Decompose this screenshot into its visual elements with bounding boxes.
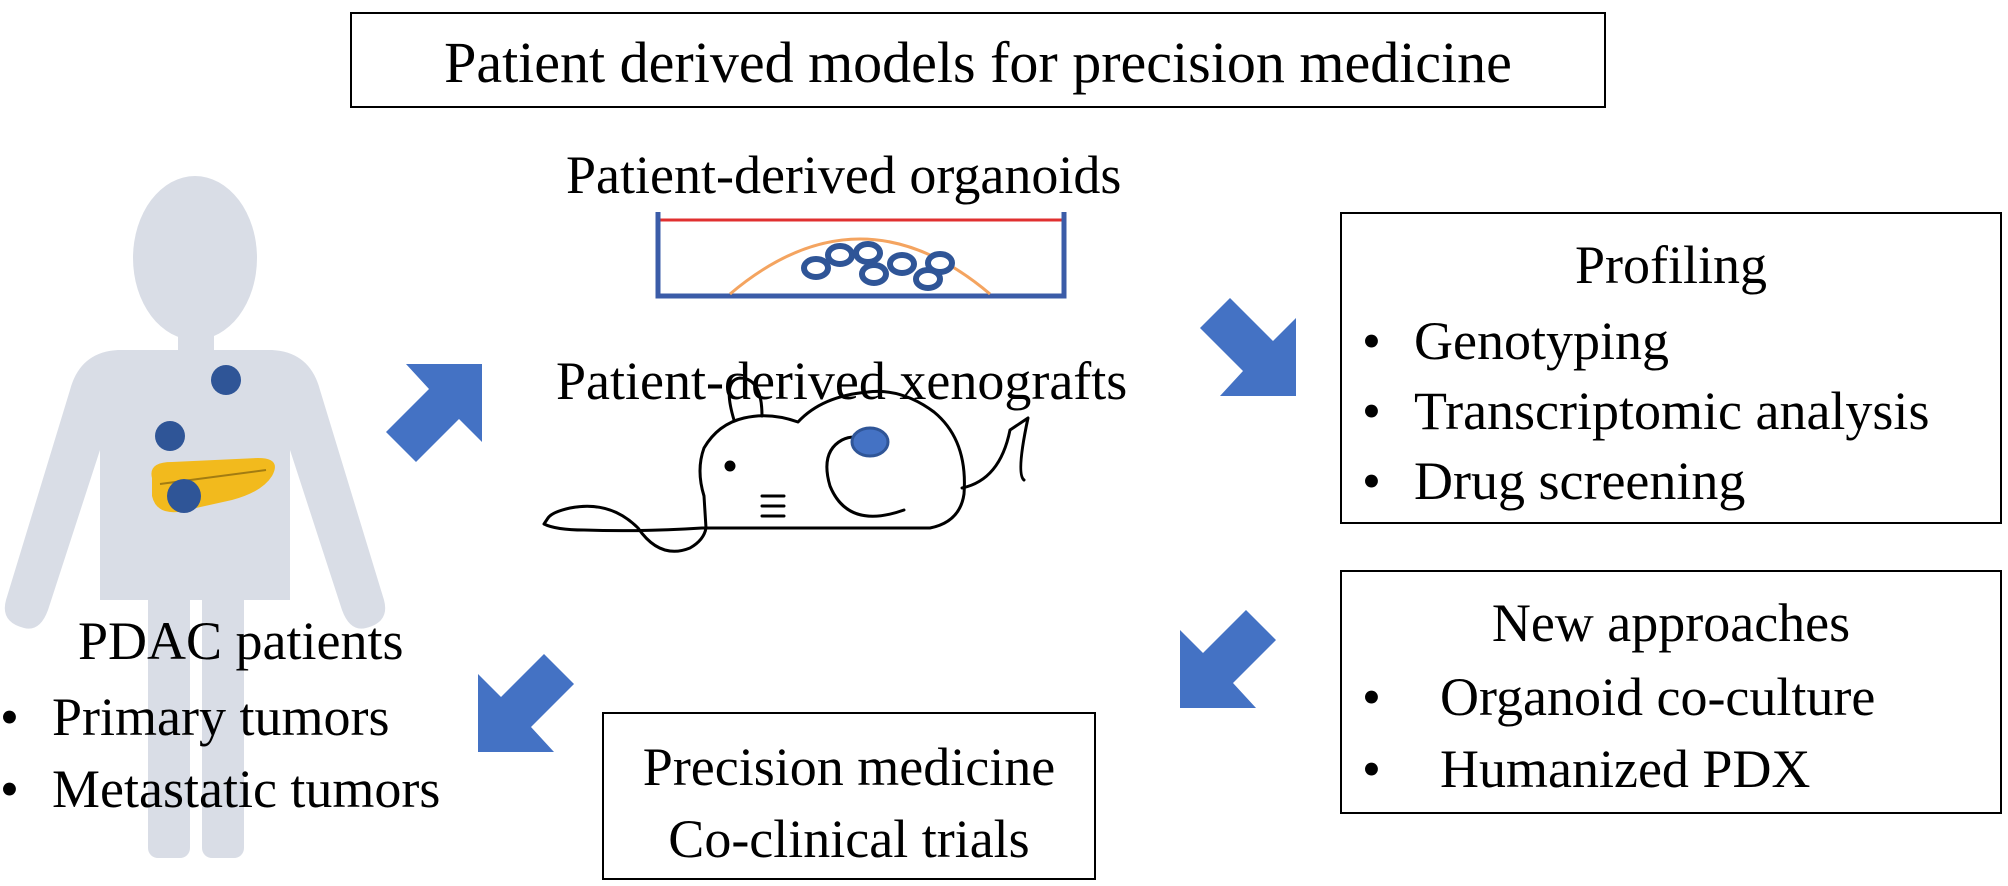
organoid-4 (859, 262, 889, 286)
pancreatic-duct (159, 469, 267, 485)
xenograft-tumor (850, 426, 890, 458)
patients-item-primary: • Primary tumors (0, 690, 389, 744)
matrigel-dome (729, 237, 991, 296)
profiling-box (1340, 212, 2002, 524)
organoid-2 (825, 243, 855, 267)
arrow-new-approaches-to-precision (1180, 610, 1276, 708)
organoid-1 (801, 256, 831, 280)
precision-box (602, 712, 1096, 880)
bullet-mark: • (1362, 311, 1381, 371)
bullet-mark: • (0, 759, 19, 819)
profiling-heading: Profiling (1574, 235, 1767, 295)
patient-silhouette (4, 176, 386, 858)
organoid-7 (925, 251, 955, 275)
title-box (350, 12, 1606, 108)
mouse-tail (960, 416, 1030, 490)
mouse-eye (724, 460, 736, 472)
new-approaches-item-label: Humanized PDX (1440, 739, 1811, 799)
patients-item-label: Primary tumors (52, 687, 390, 747)
organoid-dish-icon (655, 212, 1067, 299)
profiling-item-genotyping: • Genotyping (1362, 314, 1669, 368)
patients-item-metastatic: • Metastatic tumors (0, 762, 440, 816)
profiling-item-drug-screening: • Drug screening (1362, 454, 1745, 508)
profiling-item-label: Drug screening (1414, 451, 1746, 511)
new-approaches-item-label: Organoid co-culture (1440, 667, 1876, 727)
profiling-item-transcriptomic: • Transcriptomic analysis (1362, 384, 1929, 438)
dish-walls (655, 212, 1067, 299)
organoid-3 (853, 241, 883, 265)
bullet-mark: • (1362, 381, 1381, 441)
patients-heading: PDAC patients (78, 611, 404, 671)
tumor-dot-liver (211, 365, 241, 395)
tumor-dot-pancreas (167, 479, 201, 513)
profiling-item-label: Transcriptomic analysis (1414, 381, 1930, 441)
patients-item-label: Metastatic tumors (52, 759, 441, 819)
organoid-cluster (801, 241, 955, 291)
flow-arrows (386, 298, 1296, 752)
new-approaches-item-coculture: • Organoid co-culture (1362, 670, 1875, 724)
bullet-mark: • (0, 687, 19, 747)
patient-right-leg (202, 590, 244, 858)
arrow-patients-to-models (386, 364, 482, 462)
bullet-mark: • (1362, 451, 1381, 511)
arrow-precision-to-patients (478, 654, 574, 752)
new-approaches-box (1340, 570, 2002, 814)
bullet-mark: • (1362, 667, 1381, 727)
patient-head (133, 176, 257, 340)
profiling-item-label: Genotyping (1414, 311, 1669, 371)
tumor-dot-lung (155, 421, 185, 451)
precision-line-1: Precision medicine (642, 737, 1056, 797)
patient-left-leg (148, 590, 190, 858)
new-approaches-heading: New approaches (1491, 593, 1851, 653)
organoids-label: Patient-derived organoids (566, 145, 1122, 205)
precision-line-2: Co-clinical trials (668, 809, 1030, 869)
new-approaches-item-humanized-pdx: • Humanized PDX (1362, 742, 1810, 796)
mouse-body (542, 389, 966, 553)
xenografts-label: Patient-derived xenografts (556, 351, 1128, 411)
diagram-title: Patient derived models for precision med… (444, 30, 1512, 95)
mouse-ear (727, 376, 764, 422)
bullet-mark: • (1362, 739, 1381, 799)
organoid-5 (887, 252, 917, 276)
arrow-models-to-profiling (1200, 298, 1296, 396)
